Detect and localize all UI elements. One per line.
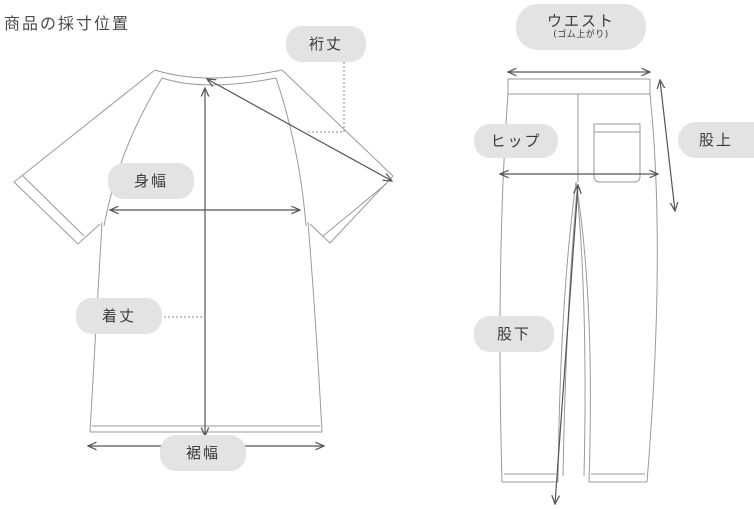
matagami-arrow [660, 80, 675, 211]
tshirt-outline [13, 69, 394, 433]
tshirt-leader-lines [160, 62, 345, 318]
waist-label-note: (ゴム上がり) [553, 30, 609, 41]
mihaba-label: 身幅 [108, 163, 194, 199]
tshirt-measure-lines [88, 79, 392, 446]
hip-label: ヒップ [474, 124, 558, 158]
matashita-label: 股下 [474, 316, 554, 352]
page-title: 商品の採寸位置 [4, 14, 131, 33]
matagami-label: 股上 [678, 122, 754, 158]
waist-label: ウエスト (ゴム上がり) [516, 4, 646, 50]
matashita-arrow [555, 185, 578, 504]
kitake-label: 着丈 [76, 298, 162, 334]
susohaba-label: 裾幅 [160, 435, 246, 471]
pants-measure-lines [500, 72, 675, 504]
yuki-label: 裄丈 [286, 26, 366, 62]
waist-label-text: ウエスト [546, 11, 615, 30]
yuki-arrow [207, 79, 392, 181]
